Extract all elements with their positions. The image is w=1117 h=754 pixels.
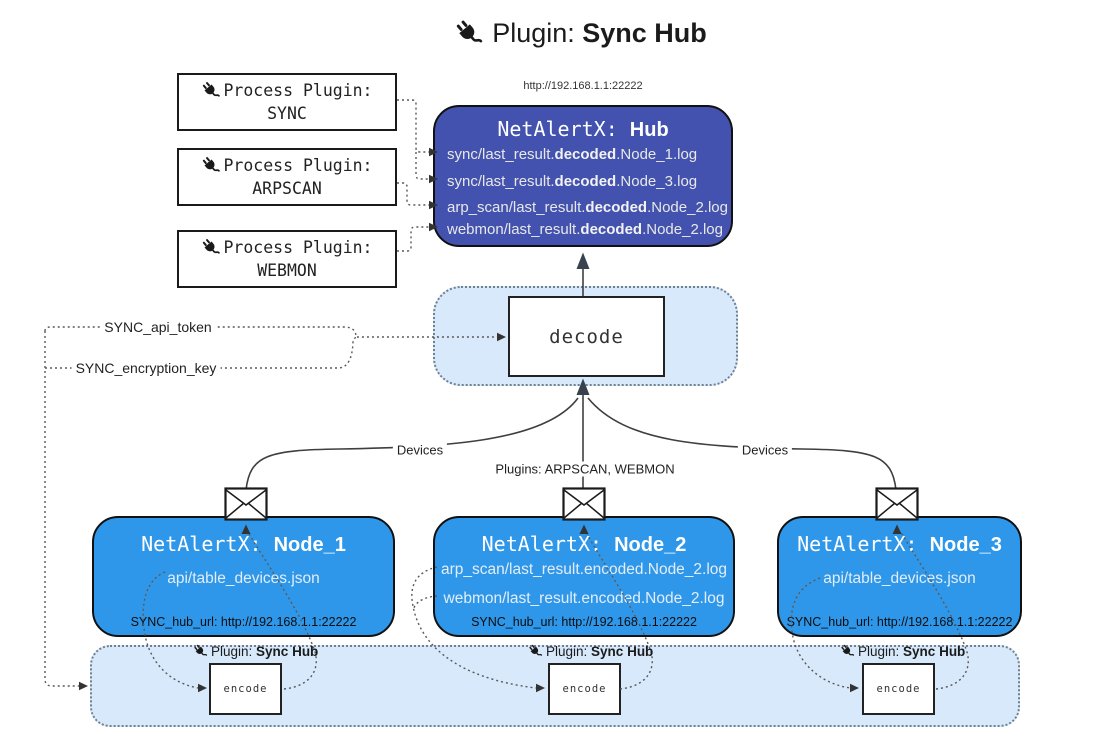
node-line: arp_scan/last_result.encoded.Node_2.log bbox=[440, 561, 728, 578]
process-plugin-label: Process Plugin: bbox=[223, 238, 373, 258]
hub-title: NetAlertX: Hub bbox=[435, 117, 731, 142]
title-label: Plugin: bbox=[492, 18, 575, 48]
plugins-edge-label: Plugins: ARPSCAN, WEBMON bbox=[491, 461, 679, 477]
devices-left-label: Devices bbox=[392, 442, 448, 458]
node-hub-url: SYNC_hub_url: http://192.168.1.1:22222 bbox=[130, 615, 357, 629]
hub-box: NetAlertX: Hub sync/last_result.decoded.… bbox=[433, 105, 733, 247]
process-plugin-name: ARPSCAN bbox=[252, 179, 322, 199]
encode-box-3: encode bbox=[862, 663, 935, 715]
page-title-text: Plugin: Sync Hub bbox=[492, 18, 707, 49]
plug-icon bbox=[528, 644, 543, 659]
node-hub-url: SYNC_hub_url: http://192.168.1.1:22222 bbox=[786, 615, 1013, 629]
plug-icon bbox=[201, 156, 221, 176]
node-line: webmon/last_result.encoded.Node_2.log bbox=[443, 590, 725, 607]
sync-api-token-label: SYNC_api_token bbox=[100, 319, 216, 335]
process-plugin-name: WEBMON bbox=[257, 261, 317, 281]
encode-plugin-label: Plugin: Sync Hub bbox=[528, 644, 653, 659]
process-plugin-label: Process Plugin: bbox=[223, 81, 373, 101]
process-plugin-sync-box: Process Plugin: SYNC bbox=[177, 73, 397, 131]
encode-box-1: encode bbox=[209, 663, 282, 715]
process-plugin-webmon-box: Process Plugin: WEBMON bbox=[177, 230, 397, 288]
envelope-icon bbox=[875, 487, 919, 521]
node-1-box: NetAlertX: Node_1 api/table_devices.json… bbox=[92, 516, 395, 637]
hub-url: http://192.168.1.1:22222 bbox=[523, 80, 643, 92]
plug-icon bbox=[201, 238, 221, 258]
node-title: NetAlertX: Node_2 bbox=[481, 532, 687, 556]
node-line: api/table_devices.json bbox=[823, 570, 976, 587]
plug-icon bbox=[454, 19, 484, 49]
sync-encryption-key-label: SYNC_encryption_key bbox=[71, 360, 221, 376]
decode-box: decode bbox=[508, 296, 665, 377]
hub-log-line: sync/last_result.decoded.Node_1.log bbox=[447, 146, 698, 163]
encode-plugin-label: Plugin: Sync Hub bbox=[840, 644, 965, 659]
page-title: Plugin: Sync Hub bbox=[22, 18, 1117, 49]
title-bold: Sync Hub bbox=[582, 18, 707, 48]
encode-box-2: encode bbox=[548, 663, 621, 715]
plug-icon bbox=[840, 644, 855, 659]
node-3-box: NetAlertX: Node_3 api/table_devices.json… bbox=[777, 516, 1022, 637]
hub-title-prefix: NetAlertX: bbox=[497, 117, 630, 141]
node-line: api/table_devices.json bbox=[167, 570, 320, 587]
plug-icon bbox=[193, 644, 208, 659]
node-2-box: NetAlertX: Node_2 arp_scan/last_result.e… bbox=[433, 516, 735, 637]
process-plugin-name: SYNC bbox=[267, 104, 307, 124]
hub-log-line: sync/last_result.decoded.Node_3.log bbox=[447, 173, 698, 190]
devices-right-label: Devices bbox=[737, 442, 793, 458]
node-title: NetAlertX: Node_3 bbox=[797, 532, 1002, 556]
hub-title-bold: Hub bbox=[629, 119, 669, 141]
process-plugin-arpscan-box: Process Plugin: ARPSCAN bbox=[177, 148, 397, 206]
process-plugin-label: Process Plugin: bbox=[223, 156, 373, 176]
envelope-icon bbox=[562, 487, 606, 521]
envelope-icon bbox=[224, 487, 268, 521]
hub-log-line: webmon/last_result.decoded.Node_2.log bbox=[447, 221, 723, 238]
plug-icon bbox=[201, 81, 221, 101]
hub-log-line: arp_scan/last_result.decoded.Node_2.log bbox=[447, 199, 728, 216]
node-hub-url: SYNC_hub_url: http://192.168.1.1:22222 bbox=[471, 615, 697, 629]
node-title: NetAlertX: Node_1 bbox=[141, 532, 346, 556]
encode-plugin-label: Plugin: Sync Hub bbox=[193, 644, 318, 659]
